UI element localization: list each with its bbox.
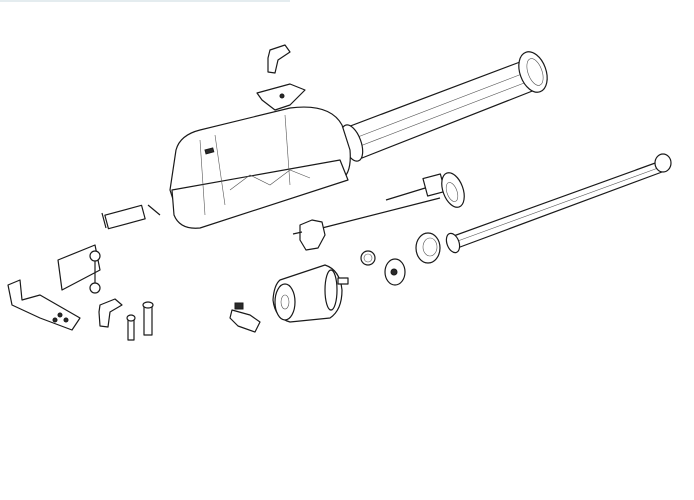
limit-switch-rod (385, 172, 465, 208)
pin-and-block (101, 204, 161, 230)
rear-bracket-plate (7, 279, 81, 331)
thin-rod (292, 197, 441, 251)
gears (360, 232, 441, 286)
electric-motor (272, 264, 349, 323)
top-cover (256, 83, 306, 111)
top-strip (0, 0, 290, 2)
release-key (267, 44, 291, 74)
connector-block (229, 302, 261, 333)
outer-tube (340, 51, 548, 162)
mounting-bracket (57, 244, 101, 294)
second-release-key (98, 298, 123, 328)
screws (126, 301, 154, 341)
motor-housing (169, 106, 351, 229)
piston-rod (445, 153, 672, 254)
o-ring (654, 153, 672, 173)
